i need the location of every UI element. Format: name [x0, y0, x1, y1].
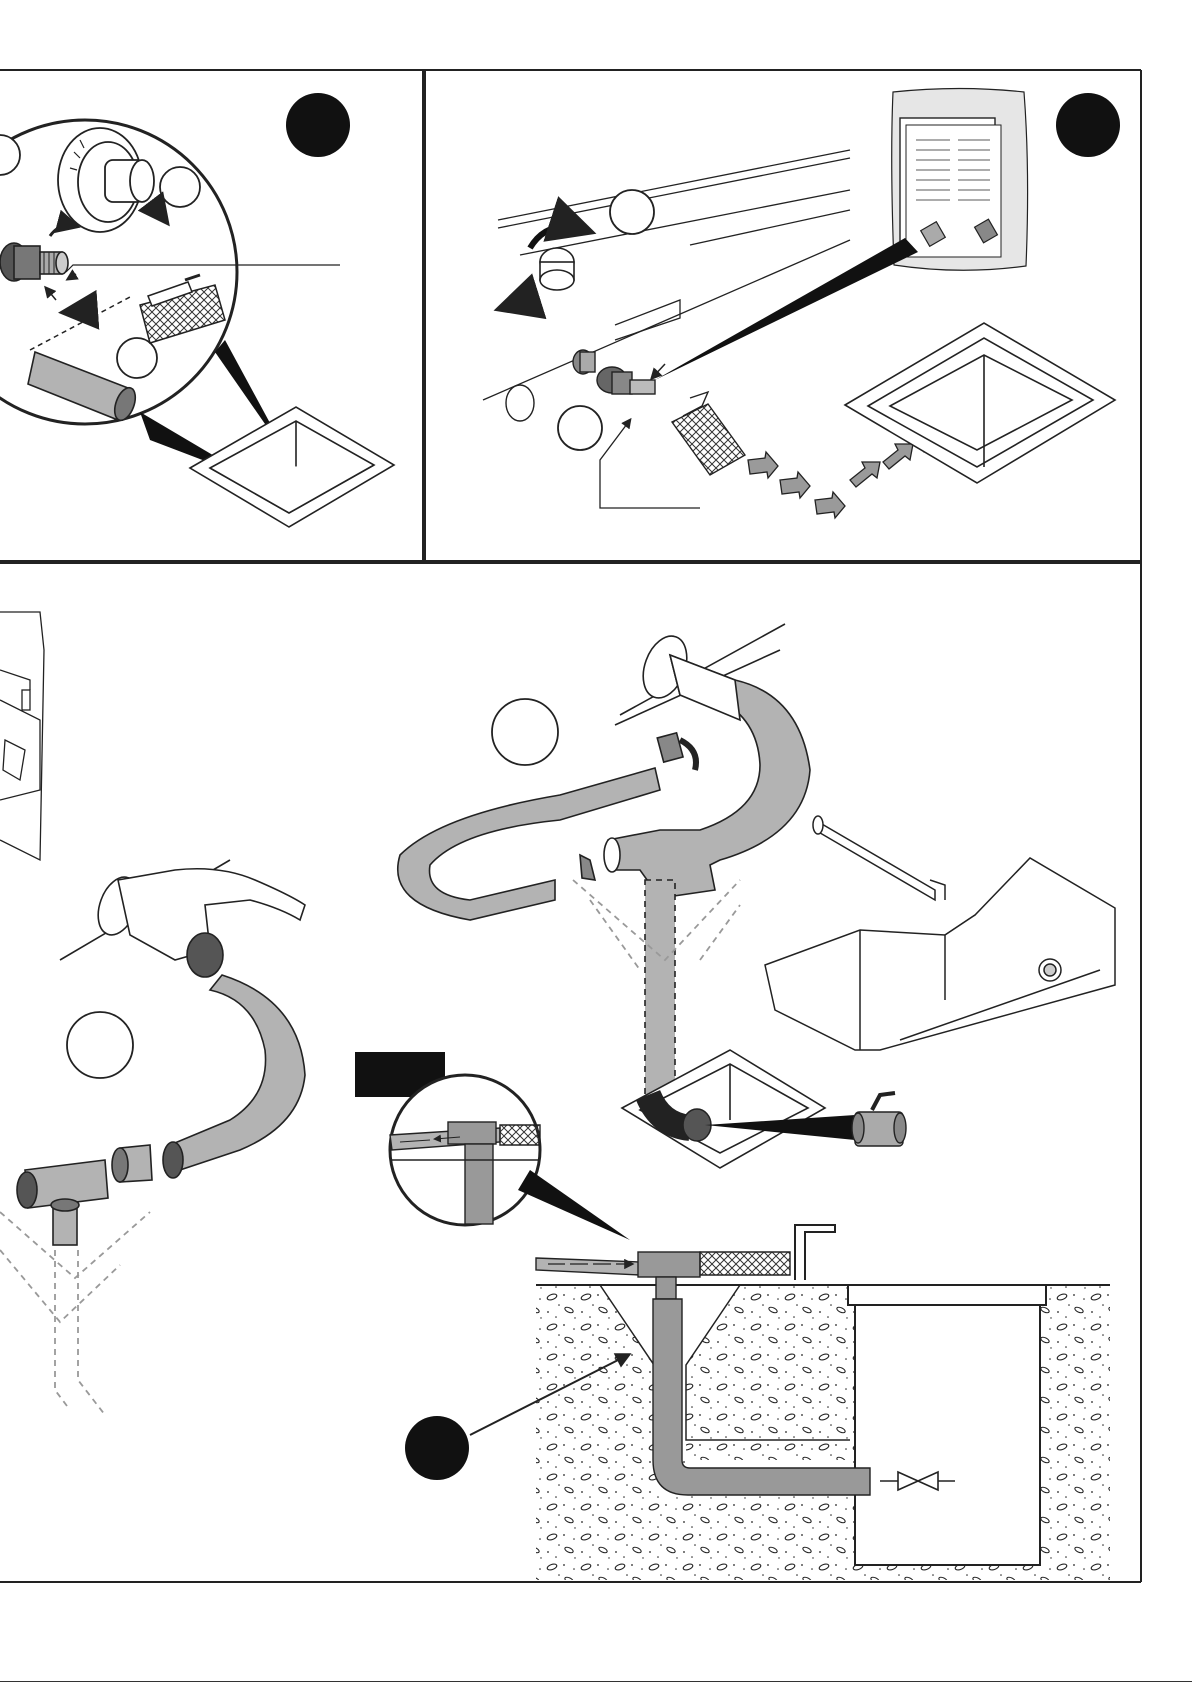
step-badge-icon — [286, 93, 350, 157]
panel-top-right — [483, 89, 1120, 519]
parts-bag-icon — [892, 89, 1028, 271]
t-piece-left — [17, 860, 305, 1245]
valve-icon — [852, 1093, 906, 1146]
callout-circle-icon — [117, 338, 157, 378]
t-piece-center — [398, 624, 810, 1100]
mesh-hose — [672, 392, 745, 475]
page-footer-rule — [0, 1681, 1192, 1682]
step-badge-icon — [405, 1416, 469, 1480]
rotate-arrow-icon — [530, 227, 585, 248]
heater-unit-right — [765, 816, 1115, 1050]
callout-circle-icon — [610, 190, 654, 234]
panel-bottom — [0, 612, 1115, 1580]
callout-circle-icon — [160, 167, 200, 207]
direction-arrow-icon — [505, 297, 537, 307]
pool-edge — [795, 1225, 835, 1280]
heater-rails — [483, 150, 850, 400]
step-badge-icon — [1056, 93, 1120, 157]
ground-section — [536, 1285, 1110, 1580]
bag-leader-wedge — [655, 238, 918, 380]
callout-circle-icon — [492, 699, 558, 765]
callout-circle-icon — [67, 1012, 133, 1078]
sump-box — [190, 407, 394, 527]
drain-cap — [540, 248, 574, 290]
callout-circle-icon — [558, 406, 602, 450]
panel-top-left — [0, 93, 394, 527]
magnifier-wedge — [518, 1170, 630, 1240]
direction-arrow-icon — [68, 310, 96, 312]
sump-box — [845, 323, 1115, 483]
heater-body-partial — [0, 612, 44, 860]
